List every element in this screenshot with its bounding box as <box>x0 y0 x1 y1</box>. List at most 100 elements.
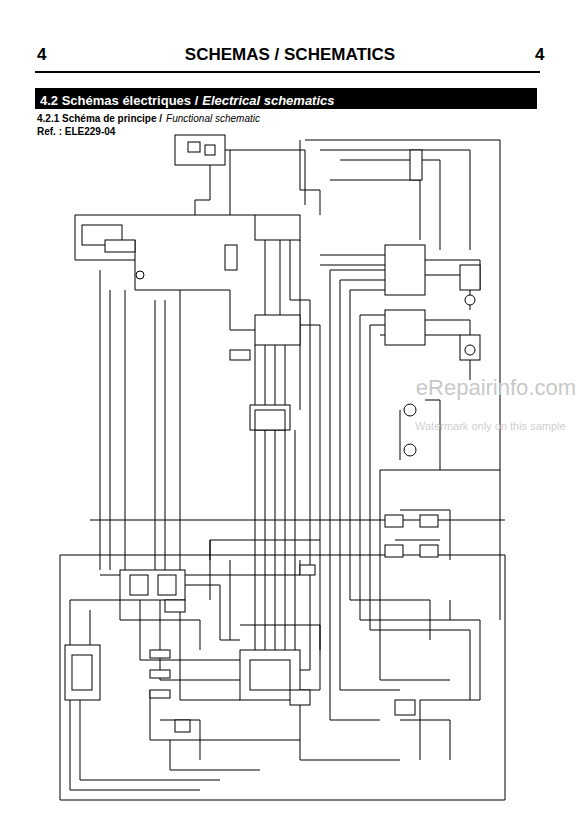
component-outline <box>395 700 415 715</box>
wire <box>70 600 120 601</box>
wire <box>90 520 505 521</box>
component-outline <box>120 570 185 600</box>
wire <box>230 330 255 331</box>
component-outline <box>175 720 190 732</box>
component-outline <box>130 575 148 595</box>
wire <box>360 315 361 560</box>
wire <box>395 540 440 541</box>
wire <box>265 345 266 410</box>
wire <box>330 270 331 560</box>
wire <box>400 410 401 460</box>
wire <box>100 520 101 570</box>
wire <box>380 470 381 560</box>
wire <box>350 560 430 640</box>
component-outline <box>460 335 480 360</box>
page-number: 4 <box>37 45 46 65</box>
watermark: eRepairinfo.com <box>416 375 576 401</box>
component-outline <box>205 145 215 155</box>
component-outline <box>420 515 438 527</box>
wire <box>295 560 296 650</box>
band-text: 4.2 Schémas électriques / <box>40 93 198 108</box>
wire <box>90 610 91 645</box>
wire <box>165 520 166 570</box>
component-outline <box>255 410 285 430</box>
wire <box>285 345 286 410</box>
terminal-symbol <box>136 271 144 279</box>
wire <box>320 265 385 266</box>
page-title: SCHEMAS / SCHEMATICS <box>185 45 395 65</box>
wire <box>170 740 260 770</box>
wire <box>275 560 276 650</box>
wire <box>240 625 320 650</box>
wire <box>165 300 166 520</box>
component-outline <box>150 690 170 698</box>
page-number: 4 <box>535 45 544 65</box>
wire <box>230 560 231 640</box>
wire <box>360 315 385 316</box>
wire <box>125 290 126 520</box>
wire <box>110 520 111 570</box>
terminal-symbol <box>465 345 475 355</box>
section-heading: 4.2.1 Schéma de principe / <box>37 113 162 124</box>
wire <box>180 520 181 570</box>
section-heading: Functional schematic <box>166 113 260 124</box>
wire <box>320 150 470 250</box>
wire <box>135 290 230 330</box>
wire <box>180 290 181 520</box>
component-outline <box>420 545 438 557</box>
component-outline <box>300 565 315 575</box>
terminal-symbol <box>404 404 416 416</box>
wire <box>290 325 320 560</box>
component-outline <box>460 265 480 290</box>
band-text: Electrical schematics <box>202 93 334 108</box>
wire <box>60 555 505 800</box>
component-outline <box>250 660 290 690</box>
wire <box>330 270 385 271</box>
wire <box>425 335 460 336</box>
wire <box>265 240 266 315</box>
wire <box>185 585 240 640</box>
wire <box>330 180 420 240</box>
component-outline <box>385 245 425 295</box>
component-outline <box>255 215 300 240</box>
component-outline <box>385 545 403 557</box>
wire <box>280 240 281 315</box>
wire <box>75 215 76 260</box>
components <box>65 135 480 732</box>
wire <box>75 260 135 261</box>
component-outline <box>150 650 170 658</box>
wire <box>350 290 385 291</box>
wire <box>155 520 156 570</box>
wire <box>300 700 400 760</box>
wire <box>100 270 101 520</box>
component-outline <box>72 655 92 690</box>
wire <box>300 560 310 670</box>
wiring <box>60 140 505 800</box>
wire <box>265 560 266 650</box>
wire <box>425 400 440 470</box>
wire <box>450 600 451 620</box>
wire <box>160 720 200 760</box>
component-outline <box>165 600 185 612</box>
wire <box>400 720 450 760</box>
wire <box>125 520 126 570</box>
wire <box>180 600 240 700</box>
wire <box>340 160 440 250</box>
component-outline <box>225 245 237 270</box>
wire <box>380 470 500 471</box>
wire <box>160 600 240 680</box>
terminal-symbol <box>465 295 475 305</box>
wire <box>155 300 156 520</box>
wire <box>195 165 210 215</box>
wire <box>380 560 450 680</box>
header-rule <box>35 71 540 73</box>
wire <box>75 215 255 216</box>
component-outline <box>158 575 176 595</box>
component-outline <box>188 142 200 152</box>
component-outline <box>150 670 170 678</box>
wire <box>320 255 385 256</box>
wire <box>300 140 320 215</box>
watermark-note: Watermark only on this sample <box>415 420 566 432</box>
component-outline <box>385 310 425 345</box>
